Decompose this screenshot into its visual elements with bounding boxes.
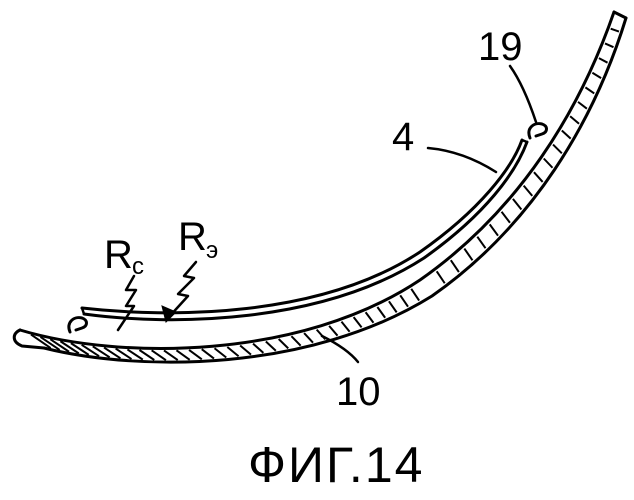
hatch-mark	[93, 346, 110, 357]
hatch-mark	[451, 260, 459, 272]
hatch-mark	[215, 348, 227, 357]
label-radius-e-subscript: э	[206, 237, 218, 264]
hatch-mark	[291, 336, 300, 345]
label-radius-c: R	[104, 233, 133, 277]
hatch-mark	[176, 350, 189, 360]
hatch-mark	[437, 271, 445, 283]
leader-lines	[118, 66, 536, 362]
hatch-mark	[585, 87, 594, 93]
hatch-mark	[570, 116, 579, 123]
top-clip	[529, 124, 547, 138]
hatch-mark	[490, 224, 498, 235]
hatch-mark	[189, 350, 202, 359]
hatch-mark	[534, 172, 543, 182]
hatch-mark	[304, 333, 313, 343]
hatch-mark	[611, 29, 619, 32]
hatch-mark	[253, 344, 263, 353]
figure-caption: ФИГ.14	[248, 437, 424, 493]
hatch-mark	[389, 301, 397, 312]
hatch-mark	[544, 159, 553, 168]
hatch-mark	[578, 102, 587, 109]
hatch-mark	[227, 347, 238, 356]
left-clip	[69, 318, 87, 332]
hatch-mark	[341, 322, 349, 332]
hatch-mark	[240, 345, 251, 354]
hatch-mark	[266, 341, 276, 350]
hatch-mark	[411, 289, 419, 301]
label-radius-e: R	[178, 215, 207, 259]
label-part-19: 19	[478, 25, 523, 69]
label-part-4: 4	[392, 115, 414, 159]
hatch-mark	[377, 307, 385, 318]
hatch-mark	[464, 249, 472, 261]
hatch-mark	[599, 58, 608, 63]
hatch-mark	[605, 43, 613, 47]
hatch-mark	[524, 186, 533, 196]
label-part-10: 10	[336, 370, 381, 414]
hatch-mark	[202, 349, 214, 358]
inner-liner-part-4	[82, 140, 527, 320]
hatch-mark	[592, 73, 601, 78]
hatch-mark	[400, 295, 408, 306]
hatch-mark	[164, 350, 178, 360]
hatch-mark	[354, 317, 362, 327]
hatch-mark	[562, 131, 571, 139]
hatch-mark	[502, 212, 510, 223]
hatch-mark	[553, 145, 562, 154]
hatch-mark	[513, 199, 521, 210]
hatch-mark	[279, 339, 289, 348]
label-radius-c-subscript: c	[132, 253, 144, 280]
hatch-mark	[329, 326, 337, 336]
hatch-mark	[366, 312, 374, 323]
hatch-mark	[477, 237, 485, 249]
